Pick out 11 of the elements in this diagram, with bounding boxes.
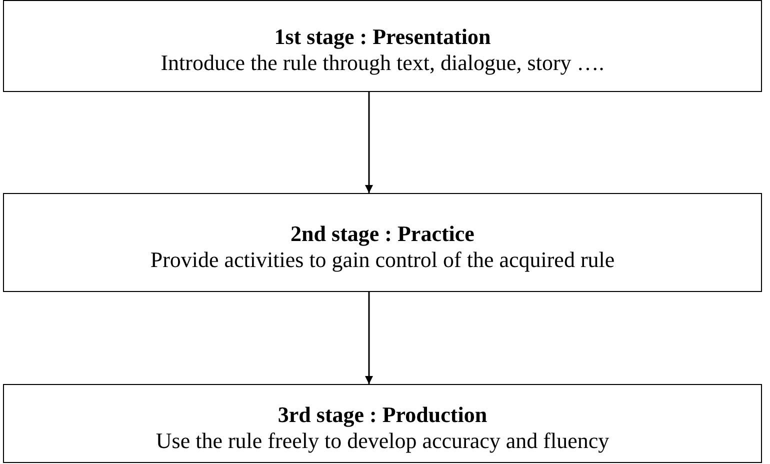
stage-description: Introduce the rule through text, dialogue, story …. xyxy=(160,50,604,76)
stage-box xyxy=(3,193,762,292)
stage-heading: 2nd stage : Practice xyxy=(290,220,474,246)
stage-heading: 1st stage : Presentation xyxy=(274,24,491,50)
stage-box xyxy=(3,0,762,92)
stage-box xyxy=(3,384,762,463)
stage-description: Use the rule freely to develop accuracy and fluency xyxy=(156,428,610,454)
stage-heading: 3rd stage : Production xyxy=(278,402,488,428)
arrow xyxy=(365,292,373,384)
arrow xyxy=(365,92,373,193)
stage-description: Provide activities to gain control of the acquired rule xyxy=(150,246,615,272)
